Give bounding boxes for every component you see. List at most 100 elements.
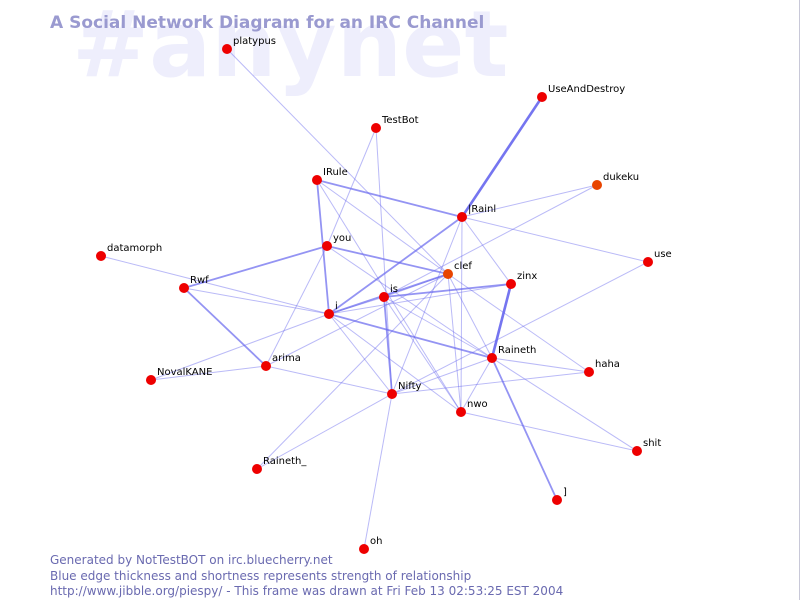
node-label: UseAndDestroy: [548, 84, 625, 95]
node-dot[interactable]: [252, 464, 262, 474]
edge-rainl-use: [461, 216, 649, 263]
edge-rainl-i: [328, 216, 463, 315]
node-dot[interactable]: [537, 92, 547, 102]
node-haha[interactable]: haha: [584, 359, 620, 377]
node-datamorph[interactable]: datamorph: [96, 243, 162, 261]
node-dot[interactable]: [387, 389, 397, 399]
node-dot[interactable]: [457, 212, 467, 222]
node-raineth_[interactable]: Raineth_: [252, 456, 307, 474]
node-dot[interactable]: [261, 361, 271, 371]
node-useanddestroy[interactable]: UseAndDestroy: [537, 84, 625, 102]
node-label: dukeku: [603, 172, 639, 183]
edge-arima-nifty: [265, 365, 393, 395]
footer-url-line[interactable]: http://www.jibble.org/piespy/ - This fra…: [50, 584, 564, 598]
edge-irule-rainl: [316, 179, 463, 218]
edge-clef-raineth: [447, 273, 493, 359]
node-oh[interactable]: oh: [359, 536, 382, 554]
node-dot[interactable]: [584, 367, 594, 377]
node-dukeku[interactable]: dukeku: [592, 172, 639, 190]
edge-raineth-bracket: [491, 357, 558, 501]
edge-i-is: [328, 296, 385, 315]
node-dot[interactable]: [552, 495, 562, 505]
node-nwo[interactable]: nwo: [456, 399, 488, 417]
node-rainl[interactable]: |Rainl: [457, 204, 496, 222]
node-testbot[interactable]: TestBot: [371, 115, 419, 133]
node-label: IRule: [323, 167, 348, 178]
edge-i-novalkane: [150, 313, 330, 381]
edge-raineth-nwo: [460, 357, 493, 413]
node-label: is: [390, 284, 398, 295]
node-i[interactable]: i: [324, 301, 338, 319]
node-platypus[interactable]: platypus: [222, 36, 276, 54]
edge-you-raineth: [326, 245, 493, 359]
edge-clef-nwo: [447, 273, 462, 413]
node-nifty[interactable]: Nifty: [387, 381, 422, 399]
node-zinx[interactable]: zinx: [506, 271, 537, 289]
edge-zinx-is: [383, 283, 512, 298]
edge-irule-clef: [316, 179, 449, 275]
node-label: use: [654, 249, 672, 260]
node-dot[interactable]: [322, 241, 332, 251]
node-dot[interactable]: [359, 544, 369, 554]
edge-zinx-raineth: [490, 283, 513, 359]
edge-you-clef: [326, 245, 449, 275]
edge-raineth-shit: [491, 357, 638, 452]
node-dot[interactable]: [632, 446, 642, 456]
node-label: oh: [370, 536, 382, 547]
node-clef[interactable]: clef: [443, 261, 472, 279]
node-arima[interactable]: arima: [261, 353, 301, 371]
node-dot[interactable]: [456, 407, 466, 417]
edge-clef-raineth_: [256, 273, 449, 470]
edge-is-raineth: [383, 296, 493, 359]
node-label: nwo: [467, 399, 488, 410]
node-raineth[interactable]: Raineth: [487, 345, 536, 363]
node-dot[interactable]: [487, 353, 497, 363]
diagram-title: A Social Network Diagram for an IRC Chan…: [50, 13, 484, 33]
node-dot[interactable]: [312, 175, 322, 185]
node-is[interactable]: is: [379, 284, 398, 302]
edge-zinx-i: [328, 283, 512, 315]
node-dot[interactable]: [96, 251, 106, 261]
node-irule[interactable]: IRule: [312, 167, 348, 185]
node-label: clef: [454, 261, 472, 272]
edge-is-nifty: [383, 296, 393, 395]
node-bracket[interactable]: ]: [552, 487, 567, 505]
edge-rainl-zinx: [461, 216, 512, 285]
edges-layer: [100, 48, 649, 550]
node-dot[interactable]: [222, 44, 232, 54]
edge-clef-arima: [265, 273, 449, 367]
edge-rainl-nwo: [460, 216, 463, 413]
node-you[interactable]: you: [322, 233, 351, 251]
edge-nifty-oh: [363, 393, 393, 550]
edge-nifty-haha: [391, 371, 590, 395]
node-dot[interactable]: [592, 180, 602, 190]
edge-you-arima: [265, 245, 328, 367]
node-label: you: [333, 233, 351, 244]
node-dot[interactable]: [643, 257, 653, 267]
node-label: Rwf: [190, 275, 209, 286]
node-dot[interactable]: [506, 279, 516, 289]
node-dot[interactable]: [324, 309, 334, 319]
node-rwf[interactable]: Rwf: [179, 275, 209, 293]
edge-rainl-nifty: [391, 216, 463, 395]
node-label: platypus: [233, 36, 276, 47]
node-label: zinx: [517, 271, 537, 282]
edge-is-nwo: [383, 296, 462, 413]
node-shit[interactable]: shit: [632, 438, 661, 456]
channel-watermark: #anynet: [72, 0, 509, 98]
node-label: Raineth_: [263, 456, 307, 467]
edge-you-rwf: [183, 245, 328, 289]
edge-nifty-raineth_: [256, 393, 393, 470]
node-dot[interactable]: [146, 375, 156, 385]
edge-use-nifty: [391, 261, 649, 395]
node-novalkane[interactable]: NovalKANE: [146, 367, 212, 385]
node-dot[interactable]: [443, 269, 453, 279]
edge-nwo-shit: [460, 411, 638, 452]
node-dot[interactable]: [379, 292, 389, 302]
node-label: |Rainl: [468, 204, 496, 215]
node-use[interactable]: use: [643, 249, 672, 267]
node-dot[interactable]: [179, 283, 189, 293]
edge-i-nifty: [328, 313, 393, 395]
node-dot[interactable]: [371, 123, 381, 133]
